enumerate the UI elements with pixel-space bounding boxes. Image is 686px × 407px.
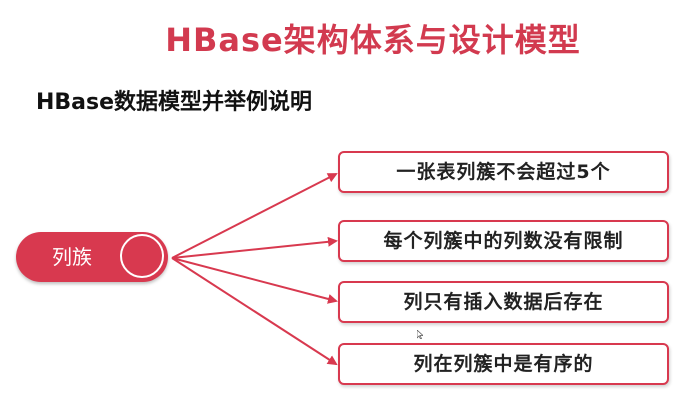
column-family-label: 列族: [52, 245, 92, 269]
arrow-icon: [171, 173, 338, 259]
slide-subtitle: HBase数据模型并举例说明: [36, 90, 313, 115]
item-box: 每个列簇中的列数没有限制: [338, 220, 669, 262]
arrow-icon: [171, 236, 338, 259]
column-family-node: 列族: [16, 232, 168, 282]
item-box: 列只有插入数据后存在: [338, 281, 669, 323]
arrow-icon: [171, 257, 338, 366]
mouse-cursor-icon: [416, 329, 424, 342]
item-box: 列在列簇中是有序的: [338, 343, 669, 385]
node-circle-decoration: [120, 234, 164, 278]
item-box: 一张表列簇不会超过5个: [338, 151, 669, 193]
arrow-icon: [171, 257, 338, 304]
slide-title: HBase架构体系与设计模型: [165, 21, 581, 59]
